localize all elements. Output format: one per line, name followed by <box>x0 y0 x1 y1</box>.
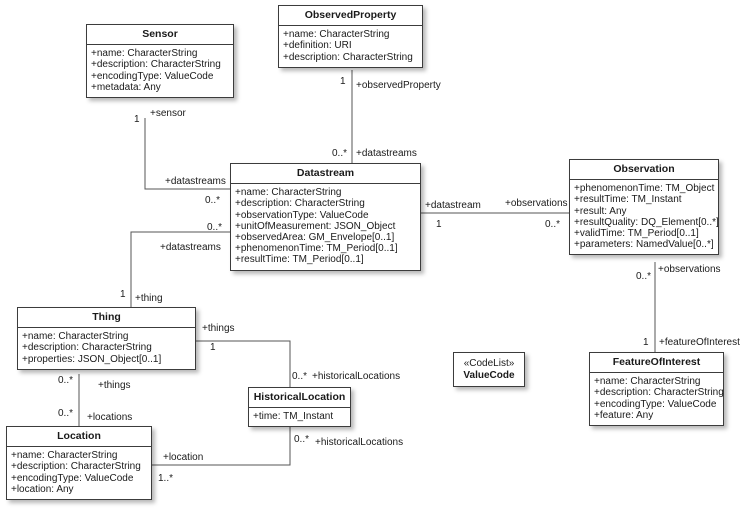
attribute-list: +name: CharacterString +description: Cha… <box>87 45 233 97</box>
role-label: +sensor <box>150 108 186 119</box>
attribute: +name: CharacterString <box>283 29 390 41</box>
class-location[interactable]: Location +name: CharacterString +descrip… <box>6 426 152 501</box>
attribute: +phenomenonTime: TM_Period[0..1] <box>235 243 398 255</box>
attribute: +name: CharacterString <box>91 48 198 60</box>
attribute-list: +name: CharacterString +description: Cha… <box>231 184 420 269</box>
attribute: +unitOfMeasurement: JSON_Object <box>235 220 396 232</box>
role-label: +location <box>163 452 204 463</box>
class-thing[interactable]: Thing +name: CharacterString +descriptio… <box>17 307 196 370</box>
role-label: +featureOfInterest <box>659 337 740 348</box>
attribute: +validTime: TM_Period[0..1] <box>574 228 699 240</box>
attribute: +description: CharacterString <box>11 461 141 473</box>
attribute: +description: CharacterString <box>22 342 152 354</box>
multiplicity-label: 1..* <box>158 473 174 484</box>
class-name: Location <box>7 427 151 448</box>
multiplicity-label: 0..* <box>207 222 223 233</box>
attribute-list: +name: CharacterString +description: Cha… <box>590 373 724 425</box>
role-label: +observations <box>658 264 721 275</box>
role-label: +things <box>202 323 235 334</box>
role-label: +thing <box>135 293 163 304</box>
class-name: FeatureOfInterest <box>590 353 723 374</box>
multiplicity-label: 0..* <box>294 434 310 445</box>
role-label: +datastreams <box>165 176 226 187</box>
attribute: +name: CharacterString <box>594 376 701 388</box>
multiplicity-label: 1 <box>120 289 126 300</box>
thing-historicallocation-line[interactable] <box>196 340 291 387</box>
attribute: +result: Any <box>574 205 627 217</box>
attribute: +resultTime: TM_Instant <box>574 194 682 206</box>
multiplicity-label: 0..* <box>545 219 561 230</box>
attribute: +encodingType: ValueCode <box>11 472 134 484</box>
multiplicity-label: 1 <box>643 337 649 348</box>
class-name: ValueCode <box>463 370 515 381</box>
class-value-code[interactable]: «CodeList» ValueCode <box>453 352 525 387</box>
class-name: Sensor <box>87 25 233 46</box>
attribute: +name: CharacterString <box>235 187 342 199</box>
multiplicity-label: 1 <box>340 76 346 87</box>
multiplicity-label: 0..* <box>58 375 74 386</box>
location-historicallocation-line[interactable] <box>152 423 291 466</box>
class-observed-property[interactable]: ObservedProperty +name: CharacterString … <box>278 5 423 68</box>
role-label: +datastreams <box>356 148 417 159</box>
class-name: Thing <box>18 308 195 329</box>
attribute: +observedArea: GM_Envelope[0..1] <box>235 232 395 244</box>
class-header: «CodeList» ValueCode <box>454 353 524 386</box>
attribute: +description: CharacterString <box>235 198 365 210</box>
role-label: +historicalLocations <box>315 437 404 448</box>
attribute: +encodingType: ValueCode <box>91 70 214 82</box>
multiplicity-label: 1 <box>210 342 216 353</box>
role-label: +things <box>98 380 131 391</box>
multiplicity-label: 0..* <box>292 371 308 382</box>
class-sensor[interactable]: Sensor +name: CharacterString +descripti… <box>86 24 234 99</box>
attribute: +description: CharacterString <box>91 59 221 71</box>
attribute: +description: CharacterString <box>594 387 724 399</box>
attribute-list: +name: CharacterString +description: Cha… <box>18 328 195 369</box>
stereotype-label: «CodeList» <box>463 358 515 369</box>
thing-datastream-line[interactable] <box>130 231 230 307</box>
multiplicity-label: 0..* <box>332 148 348 159</box>
attribute: +resultQuality: DQ_Element[0..*] <box>574 216 719 228</box>
class-name: ObservedProperty <box>279 6 422 27</box>
class-observation[interactable]: Observation +phenomenonTime: TM_Object +… <box>569 159 719 256</box>
role-label: +observedProperty <box>356 80 441 91</box>
role-label: +historicalLocations <box>312 371 401 382</box>
class-feature-of-interest[interactable]: FeatureOfInterest +name: CharacterString… <box>589 352 724 427</box>
role-label: +observations <box>505 198 568 209</box>
attribute-list: +name: CharacterString +description: Cha… <box>7 447 151 499</box>
attribute-list: +time: TM_Instant <box>249 408 350 426</box>
sensor-datastream-line[interactable] <box>144 118 230 190</box>
attribute-list: +name: CharacterString +definition: URI … <box>279 26 422 67</box>
attribute: +description: CharacterString <box>283 51 413 63</box>
role-label: +datastreams <box>160 242 221 253</box>
attribute: +encodingType: ValueCode <box>594 398 717 410</box>
multiplicity-label: 1 <box>436 219 442 230</box>
attribute: +time: TM_Instant <box>253 411 334 423</box>
attribute: +definition: URI <box>283 40 352 52</box>
attribute: +phenomenonTime: TM_Object <box>574 183 715 195</box>
attribute: +properties: JSON_Object[0..1] <box>22 353 162 365</box>
attribute-list: +phenomenonTime: TM_Object +resultTime: … <box>570 180 719 254</box>
attribute: +feature: Any <box>594 409 654 421</box>
attribute: +metadata: Any <box>91 81 161 93</box>
class-name: Observation <box>570 160 718 181</box>
class-name: Datastream <box>231 164 420 185</box>
attribute: +name: CharacterString <box>11 450 118 462</box>
role-label: +locations <box>87 412 133 423</box>
class-historical-location[interactable]: HistoricalLocation +time: TM_Instant <box>248 387 351 428</box>
class-datastream[interactable]: Datastream +name: CharacterString +descr… <box>230 163 421 271</box>
attribute: +name: CharacterString <box>22 331 129 343</box>
attribute: +observationType: ValueCode <box>235 209 369 221</box>
attribute: +resultTime: TM_Period[0..1] <box>235 254 364 266</box>
multiplicity-label: 0..* <box>636 271 652 282</box>
class-name: HistoricalLocation <box>249 388 350 409</box>
multiplicity-label: 0..* <box>205 195 221 206</box>
role-label: +datastream <box>425 200 481 211</box>
attribute: +location: Any <box>11 483 74 495</box>
attribute: +parameters: NamedValue[0..*] <box>574 239 714 251</box>
multiplicity-label: 1 <box>134 114 140 125</box>
multiplicity-label: 0..* <box>58 408 74 419</box>
